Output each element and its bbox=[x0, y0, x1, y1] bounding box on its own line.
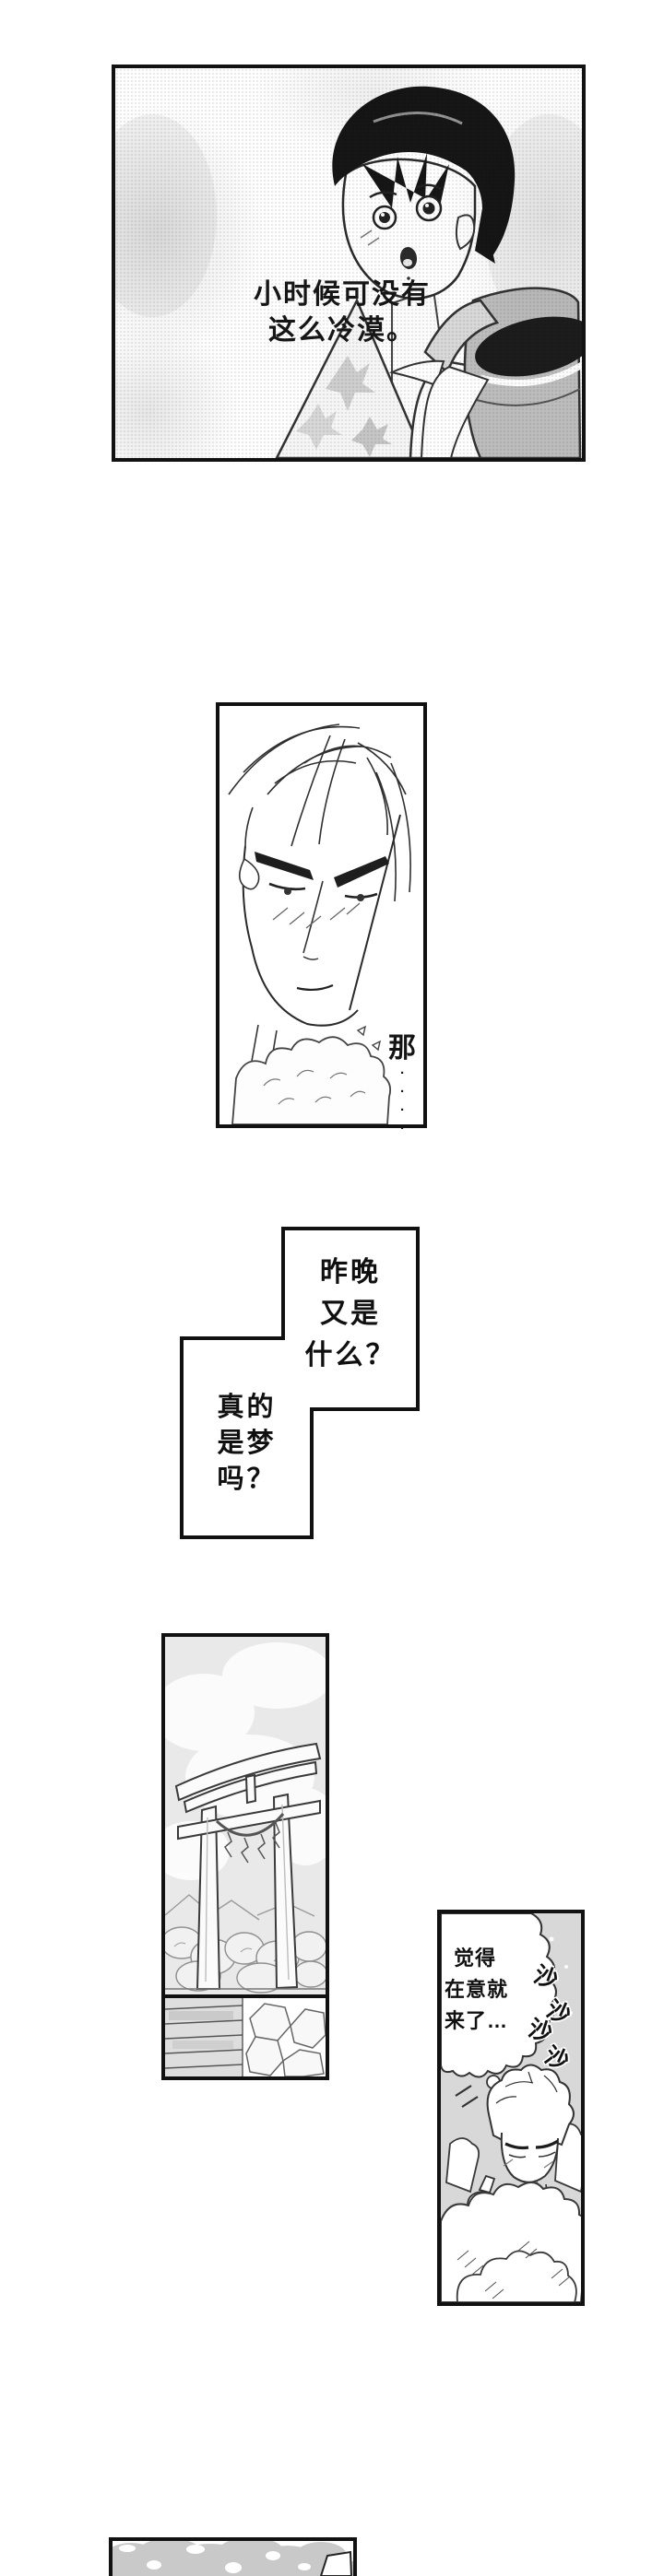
blonde-man-illustration bbox=[228, 723, 411, 1124]
speech-line: 真的 bbox=[217, 1393, 277, 1422]
panel-boy-looking-back: 小时候可没有 这么冷漠。 bbox=[112, 65, 586, 462]
speech-box-last-night: 昨晚 又是 什么？ bbox=[283, 1252, 418, 1376]
speech-box-dream: 真的 是梦 吗？ bbox=[182, 1390, 312, 1498]
thought-line: 来了… bbox=[445, 2009, 509, 2032]
panel-blonde-man-closeup bbox=[216, 702, 427, 1128]
thought-bubble-text: 觉得 在意就 来了… bbox=[445, 1943, 564, 2037]
panel-treetops bbox=[109, 2537, 357, 2576]
thought-line: 觉得 bbox=[454, 1947, 497, 1970]
speech-na-char: 那 bbox=[388, 1033, 416, 1064]
narration-line-2: 这么冷漠。 bbox=[268, 315, 416, 346]
torii-illustration bbox=[165, 1637, 326, 2076]
panel-man-in-bushes bbox=[437, 1910, 585, 2306]
narration-line-1: 小时候可没有 bbox=[254, 279, 431, 310]
speech-line: 是梦 bbox=[217, 1429, 277, 1458]
screentone-background bbox=[115, 68, 582, 458]
speech-line: 什么？ bbox=[304, 1340, 397, 1370]
speech-na: 那 ···· bbox=[382, 1033, 422, 1140]
speech-na-dots: ···· bbox=[395, 1065, 410, 1139]
bushes-man-illustration bbox=[441, 1913, 581, 2302]
speech-line: 昨晚 bbox=[320, 1257, 381, 1288]
boy-illustration bbox=[115, 86, 582, 458]
panel-torii-gate bbox=[161, 1633, 329, 2080]
speech-box-union bbox=[180, 1227, 420, 1539]
speech-line: 吗？ bbox=[217, 1464, 277, 1494]
treetops-illustration bbox=[113, 2541, 353, 2576]
thought-line: 在意就 bbox=[445, 1978, 509, 2001]
speech-line: 又是 bbox=[320, 1299, 381, 1329]
